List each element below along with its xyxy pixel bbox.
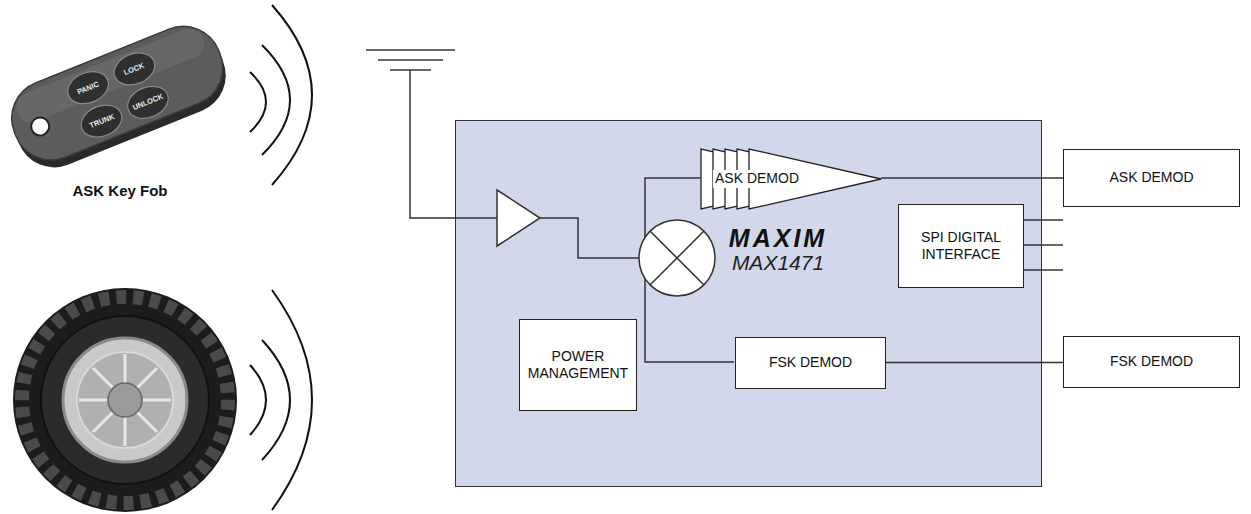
key-fob bbox=[28, 115, 51, 138]
logo-text: MAXIM bbox=[729, 225, 827, 251]
radio-waves bbox=[272, 5, 312, 185]
part-number: MAX1471 bbox=[732, 251, 824, 275]
amplifier-chain: ASK DEMOD bbox=[701, 149, 881, 209]
output-box: FSK DEMOD bbox=[1063, 336, 1240, 388]
output-box: ASK DEMOD bbox=[1063, 149, 1240, 207]
key-fob bbox=[0, 15, 234, 172]
tire bbox=[93, 368, 157, 432]
block-label: FSK DEMOD bbox=[769, 354, 852, 372]
radio-waves bbox=[250, 365, 266, 435]
tire bbox=[77, 352, 173, 448]
tire bbox=[79, 354, 171, 446]
key-fob bbox=[109, 47, 159, 91]
key-fob bbox=[0, 15, 237, 179]
tire bbox=[13, 288, 237, 512]
block-label: POWER MANAGEMENT bbox=[528, 348, 628, 383]
tire bbox=[63, 338, 187, 462]
mixer-symbol bbox=[650, 231, 704, 285]
block-label: ASK DEMOD bbox=[1109, 169, 1193, 187]
radio-waves bbox=[262, 45, 290, 155]
tire bbox=[22, 297, 228, 503]
signal-wire bbox=[1023, 269, 1063, 271]
radio-waves bbox=[250, 72, 266, 132]
key-fob bbox=[63, 66, 113, 110]
label-holder: ASK DEMOD bbox=[713, 149, 801, 209]
key-fob bbox=[76, 99, 126, 143]
signal-line bbox=[881, 177, 1063, 179]
radio-waves bbox=[250, 5, 312, 510]
signal-wire bbox=[1023, 244, 1063, 246]
radio-waves bbox=[262, 340, 290, 460]
signal-wire bbox=[1023, 219, 1063, 221]
tire bbox=[41, 316, 209, 484]
tire bbox=[93, 368, 157, 432]
mixer-symbol bbox=[639, 220, 715, 296]
antenna-symbol bbox=[366, 49, 455, 51]
mixer-symbol bbox=[639, 220, 715, 296]
signal-line bbox=[886, 362, 1063, 364]
logo-block: MAXIMMAX1471 bbox=[688, 225, 868, 275]
device-label: ASK Key Fob bbox=[72, 182, 167, 199]
block-label: FSK DEMOD bbox=[1110, 353, 1193, 371]
chip-housing: MAXIMMAX1471 ASK DEMOD SPI DIGITAL INTERFA… bbox=[455, 120, 1042, 487]
antenna-symbol bbox=[378, 59, 443, 61]
antenna-symbol bbox=[366, 50, 455, 70]
tire bbox=[108, 383, 142, 417]
radio-waves bbox=[272, 290, 312, 510]
key-fob bbox=[123, 81, 173, 125]
mixer-symbol bbox=[650, 231, 704, 285]
tire bbox=[13, 288, 237, 512]
power-box: POWER MANAGEMENT bbox=[519, 319, 637, 411]
demod-box: FSK DEMOD bbox=[735, 337, 886, 389]
interface-box: SPI DIGITAL INTERFACE bbox=[898, 204, 1024, 288]
block-label: SPI DIGITAL INTERFACE bbox=[907, 229, 1015, 264]
block-label: ASK DEMOD bbox=[713, 170, 801, 188]
